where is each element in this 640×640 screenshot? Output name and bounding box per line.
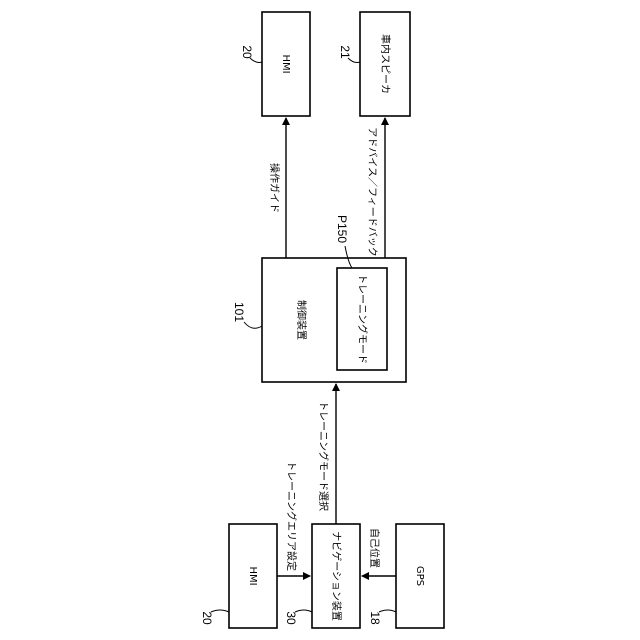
signal-training-area-setting: トレーニングエリア設定 xyxy=(285,461,298,571)
hmi-bottom-ref: 20 xyxy=(200,611,214,625)
hmi-top-ref: 20 xyxy=(240,45,254,59)
training-mode-block: トレーニングモード xyxy=(337,268,387,370)
navigation-label: ナビゲーション装置 xyxy=(330,531,343,621)
signal-advice-feedback: アドバイス／フィードバック xyxy=(366,127,378,257)
hmi-top-block: HMI xyxy=(262,12,310,116)
training-mode-label: トレーニングモード xyxy=(356,274,369,364)
signal-training-mode-select: トレーニングモード選択 xyxy=(317,401,330,511)
speaker-block: 車内スピーカ xyxy=(360,12,410,116)
controller-leader xyxy=(244,322,262,328)
signal-self-position: 自己位置 xyxy=(368,528,381,568)
speaker-ref: 21 xyxy=(338,45,352,59)
training-mode-ref: P150 xyxy=(335,215,349,243)
gps-ref: 18 xyxy=(368,611,382,625)
controller-ref: 101 xyxy=(232,302,246,322)
gps-block: GPS xyxy=(396,524,444,628)
gps-label: GPS xyxy=(414,566,425,586)
speaker-label: 車内スピーカ xyxy=(379,34,392,94)
navigation-ref: 30 xyxy=(284,611,298,625)
controller-label: 制御装置 xyxy=(295,300,308,340)
hmi-bottom-block: HMI xyxy=(229,524,277,628)
hmi-bottom-label: HMI xyxy=(247,566,258,585)
navigation-block: ナビゲーション装置 xyxy=(312,524,360,628)
signal-operation-guide: 操作ガイド xyxy=(268,163,281,213)
hmi-top-label: HMI xyxy=(280,54,291,73)
